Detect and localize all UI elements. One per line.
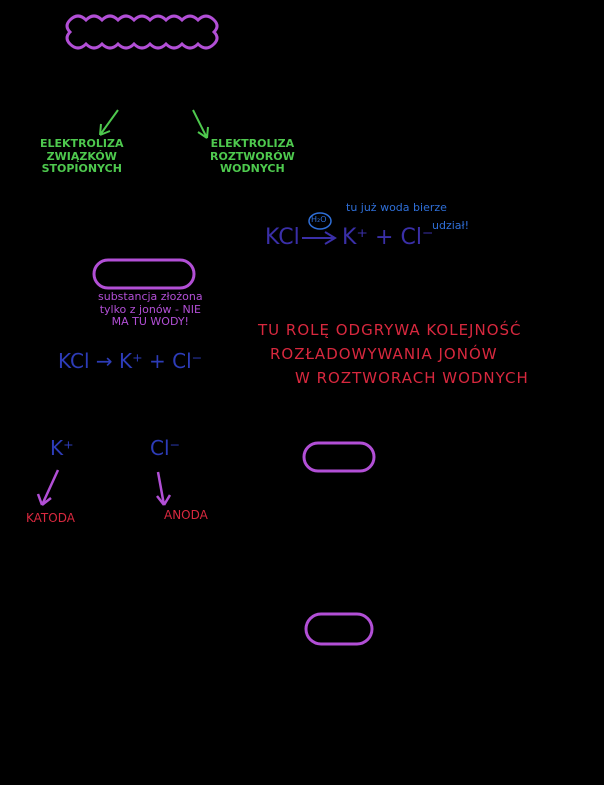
aqueous-kcl: KCl [265,225,300,250]
empty-oval-2 [304,612,374,646]
arrow-to-cathode [36,469,60,506]
branch-aqueous-line: ROZTWORÓW [210,149,295,163]
reaction-arrow-aqueous [302,231,337,245]
molten-note-line: MA TU WODY! [111,315,189,329]
aqueous-note-1: tu już woda bierze [346,201,447,214]
molten-note: substancja złożona tylko z jonów - NIE M… [98,290,203,329]
arrow-right [192,109,209,139]
branch-molten-line: ELEKTROLIZA [40,137,124,150]
title-cloud-shape [65,14,219,50]
branch-aqueous-line: WODNYCH [220,162,285,176]
molten-note-line: tylko z jonów - NIE [99,302,201,316]
molten-equation: KCl → K⁺ + Cl⁻ [58,349,203,373]
branch-molten: ELEKTROLIZA ZWIĄZKÓW STOPIONYCH [40,137,124,176]
molten-note-line: substancja złożona [98,290,203,303]
aqueous-note-2: udział! [432,219,470,232]
branch-molten-line: STOPIONYCH [41,162,122,176]
aqueous-products: K⁺ + Cl⁻ [342,225,434,250]
cathode-label: KATODA [26,511,75,525]
order-note-3: W ROZTWORACH WODNYCH [295,369,529,387]
arrow-left [99,109,119,136]
branch-molten-line: ZWIĄZKÓW [46,149,117,163]
cation: K⁺ [50,436,74,460]
h2o-label: H₂O [311,215,327,224]
empty-oval-1 [302,441,376,473]
molten-oval [92,258,196,290]
arrow-to-anode [156,471,172,506]
order-note-2: ROZŁADOWYWANIA JONÓW [270,345,498,363]
branch-aqueous: ELEKTROLIZA ROZTWORÓW WODNYCH [210,137,295,176]
anode-label: ANODA [164,508,208,522]
h2o-circle [308,212,332,230]
anion: Cl⁻ [150,436,181,460]
order-note-1: TU ROLĘ ODGRYWA KOLEJNOŚĆ [258,321,522,339]
branch-aqueous-line: ELEKTROLIZA [210,137,295,150]
